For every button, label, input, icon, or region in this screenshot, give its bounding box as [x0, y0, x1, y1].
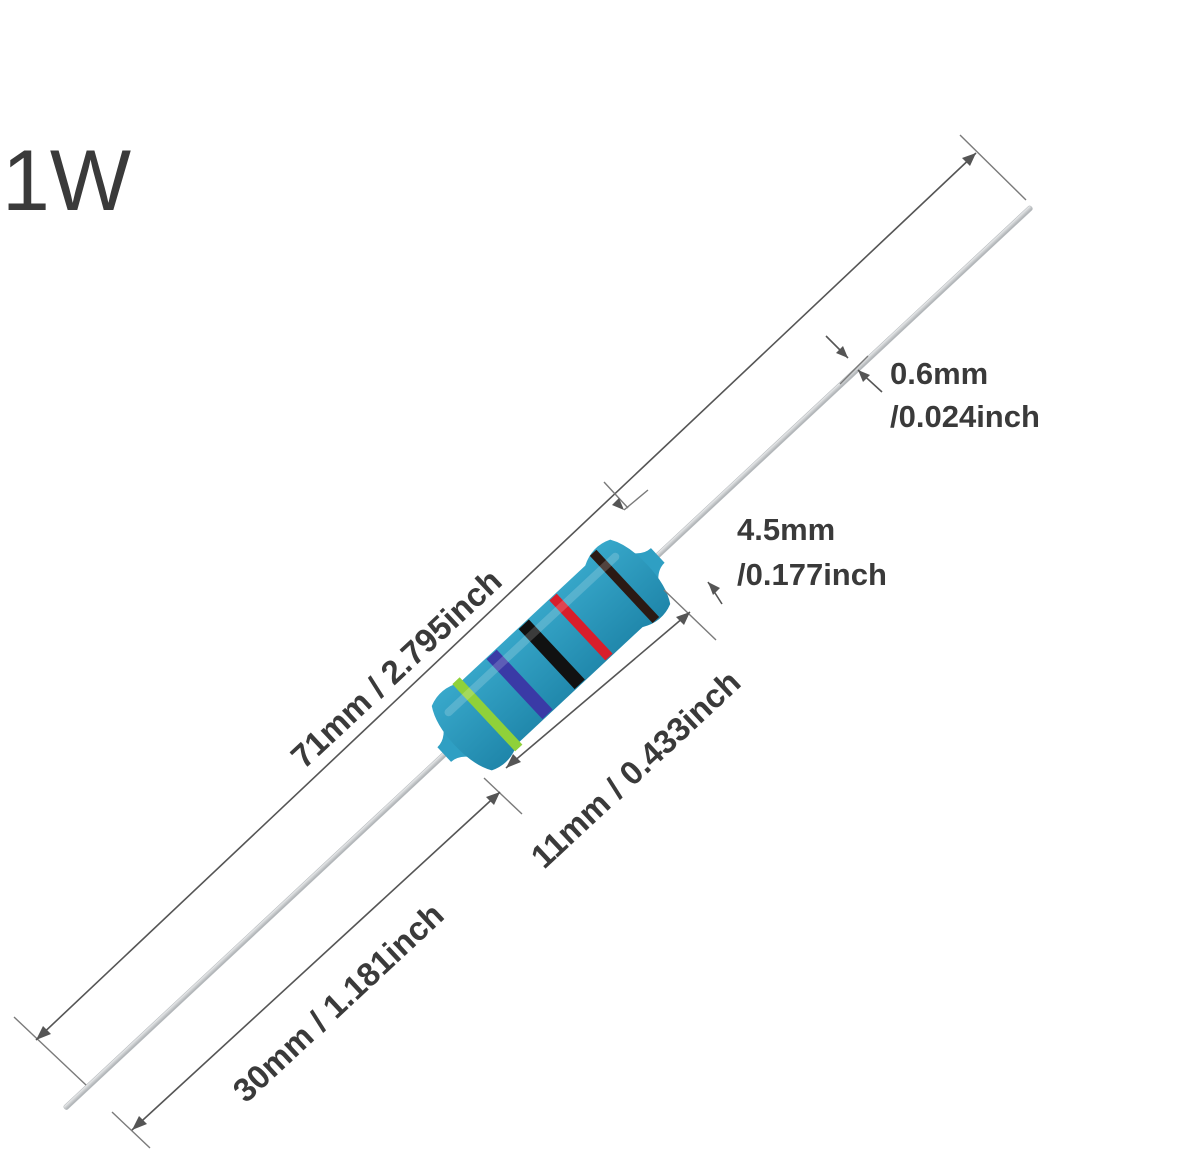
- body-length-ext-top: [663, 589, 717, 641]
- body-top-arrow: [612, 498, 624, 510]
- total-length-arrow-top: [962, 153, 976, 166]
- body-top-ext: [603, 481, 629, 509]
- lead-diameter-inch-label: /0.024inch: [890, 399, 1040, 434]
- color-band-1: [589, 549, 660, 624]
- body-top-tick: [623, 489, 649, 511]
- total-length-ext-top: [959, 134, 1027, 201]
- body-highlight: [444, 552, 620, 717]
- color-band-3: [518, 619, 585, 690]
- lead-length-arrow-bottom: [132, 1116, 147, 1130]
- color-band-2: [549, 593, 613, 661]
- lead-diameter-arrow-2: [858, 370, 870, 382]
- total-length-line: [35, 152, 977, 1041]
- lead-length-ext-bottom: [111, 1111, 151, 1149]
- lead-length-line: [131, 791, 501, 1131]
- body-diameter-inch-label: /0.177inch: [737, 557, 887, 592]
- body-length-arrow-bottom: [506, 754, 521, 768]
- total-length-ext-bottom: [13, 1016, 87, 1086]
- color-band-5: [452, 677, 523, 752]
- lead-diameter-arrow-1: [836, 346, 848, 358]
- body-length-line: [505, 611, 691, 769]
- wattage-title: 1W: [2, 133, 131, 229]
- lead-length-arrow-top: [486, 792, 500, 805]
- lead-diameter-mm-label: 0.6mm: [890, 356, 988, 391]
- body-length-arrow-top: [676, 612, 690, 625]
- lead-diameter-tick: [839, 355, 869, 385]
- body-diameter-mm-label: 4.5mm: [737, 512, 835, 547]
- total-length-arrow-bottom: [36, 1026, 51, 1040]
- lead-length-ext-top: [483, 777, 523, 815]
- body-diameter-arrow: [708, 582, 720, 595]
- resistor: [63, 205, 1033, 1110]
- color-band-4: [486, 649, 553, 720]
